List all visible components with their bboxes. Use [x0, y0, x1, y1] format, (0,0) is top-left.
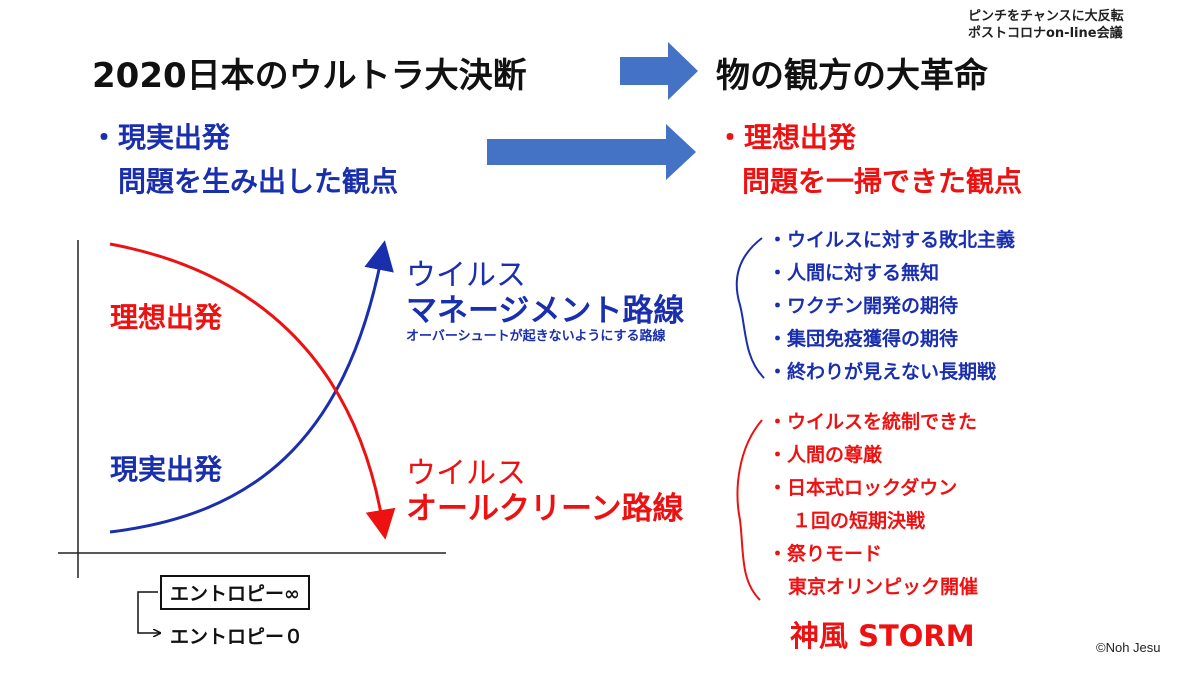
management-route-title: ウイルス	[406, 258, 526, 293]
list-item: ・人間に対する無知	[768, 262, 940, 284]
corner-note: ピンチをチャンスに大反転 ポストコロナon-line会議	[968, 8, 1124, 42]
reality-curve-arrow	[109, 240, 394, 534]
entropy-zero-label: エントロピー０	[170, 626, 304, 648]
comparison-arrow	[487, 124, 696, 180]
allclean-brace	[736, 419, 763, 601]
list-item: ・ウイルスを統制できた	[768, 411, 978, 433]
list-item: １回の短期決戦	[792, 510, 926, 532]
left-title: 2020日本のウルトラ大決断	[92, 56, 527, 96]
list-item: ・集団免疫獲得の期待	[768, 328, 959, 350]
reality-description: 問題を生み出した観点	[118, 165, 399, 198]
list-item: ・日本式ロックダウン	[768, 477, 958, 499]
ideal-curve-arrow	[109, 242, 396, 540]
corner-note-line: ポストコロナon-line会議	[968, 26, 1123, 41]
management-points-list: ・ウイルスに対する敗北主義 ・人間に対する無知 ・ワクチン開発の期待 ・集団免疫…	[768, 224, 1015, 389]
list-item: ・ウイルスに対する敗北主義	[768, 229, 1016, 251]
allclean-route-title: ウイルス	[406, 456, 526, 491]
list-item: 東京オリンピック開催	[788, 576, 979, 598]
list-item: ・祭りモード	[768, 543, 883, 565]
list-item: ・人間の尊厳	[768, 444, 883, 466]
entropy-infinite-box: エントロピー∞	[160, 575, 310, 610]
ideal-description: 問題を一掃できた観点	[742, 165, 1023, 198]
right-title: 物の観方の大革命	[716, 56, 988, 96]
header-arrow	[620, 42, 698, 100]
allclean-points-list: ・ウイルスを統制できた ・人間の尊厳 ・日本式ロックダウン １回の短期決戦 ・祭…	[768, 406, 978, 604]
list-item: ・終わりが見えない長期戦	[768, 361, 997, 383]
ideal-heading: ・理想出発	[716, 121, 857, 154]
management-route-note: オーバーシュートが起きないようにする路線	[406, 329, 666, 344]
list-item: ・ワクチン開発の期待	[768, 295, 959, 317]
corner-note-line: ピンチをチャンスに大反転	[968, 9, 1124, 24]
management-route-name: マネージメント路線	[406, 293, 685, 329]
allclean-route-name: オールクリーン路線	[406, 491, 684, 527]
entropy-connector	[137, 591, 160, 633]
reality-curve-label: 現実出発	[110, 453, 223, 486]
reality-heading: ・現実出発	[90, 121, 231, 154]
management-brace	[735, 237, 765, 379]
copyright: ©Noh Jesu	[1096, 640, 1161, 655]
ideal-curve-label: 理想出発	[110, 301, 223, 334]
storm-label: 神風 STORM	[790, 619, 975, 653]
